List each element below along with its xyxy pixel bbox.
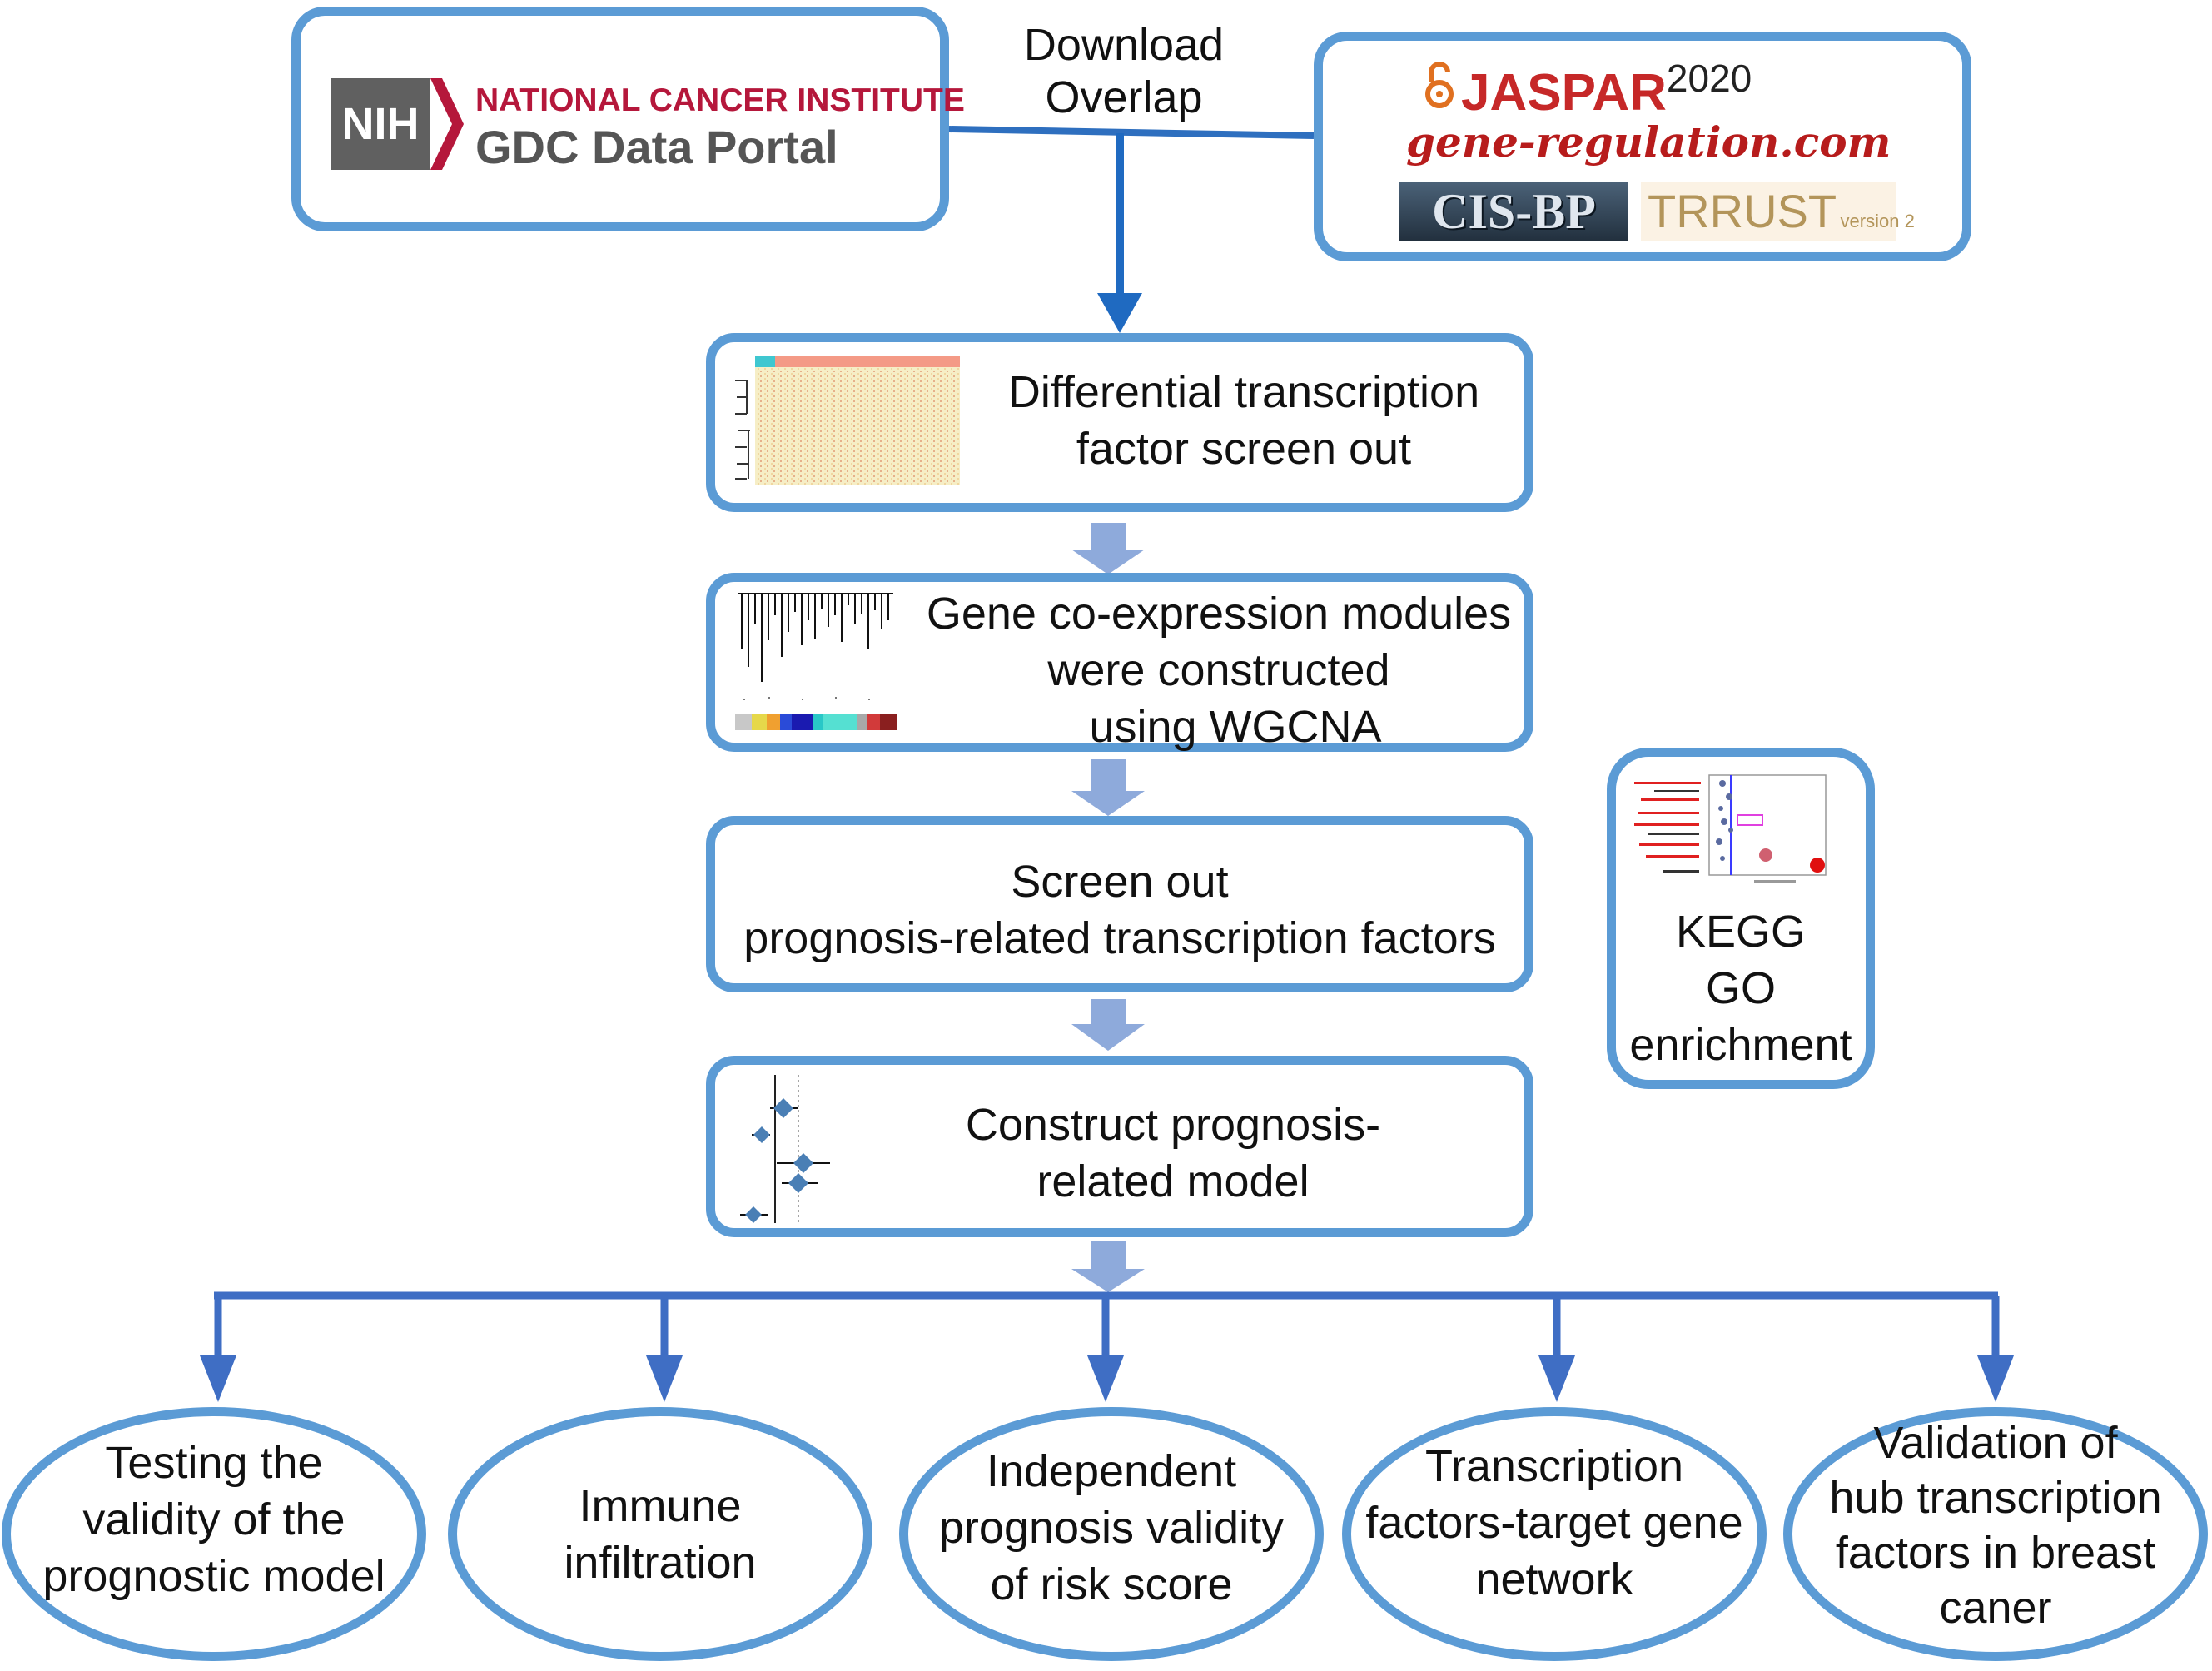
enrichment-bubble-thumbnail [1634, 774, 1827, 883]
step-arrow-4 [1071, 1241, 1145, 1292]
enrichment-line-2: GO [1705, 963, 1776, 1013]
model-line-2: related model [1036, 1156, 1310, 1206]
outcome-2-line-1: Immune [579, 1481, 742, 1531]
outcome-2-line-2: infiltration [564, 1538, 757, 1588]
trrust-version: version 2 [1840, 211, 1915, 231]
nih-chevron-icon [430, 78, 464, 170]
dendrogram-thumbnail [735, 593, 897, 730]
outcome-1-line-3: prognostic model [42, 1551, 385, 1601]
outcome-4-line-2: factors-target gene [1365, 1498, 1743, 1548]
differential-line-1: Differential transcription [1007, 367, 1480, 417]
outcome-immune-infiltration: Immune infiltration [448, 1407, 872, 1661]
gdc-portal-title: GDC Data Portal [475, 121, 838, 173]
jaspar-year: 2020 [1666, 57, 1752, 100]
outcome-arrow-shafts [214, 1296, 2000, 1359]
differential-line-2: factor screen out [1076, 424, 1412, 474]
cisbp-logo: CIS-BP [1399, 182, 1628, 241]
outcome-independent-prognosis: Independent prognosis validity of risk s… [899, 1407, 1324, 1661]
nci-title: NATIONAL CANCER INSTITUTE [475, 82, 965, 118]
open-access-lock-icon [1425, 62, 1454, 108]
trrust-name: TRRUST [1648, 185, 1837, 237]
download-arrow-head [1097, 293, 1142, 333]
outcome-5-line-3: factors in breast [1835, 1528, 2156, 1578]
outcome-3-line-3: of risk score [990, 1559, 1233, 1609]
outcome-3-line-1: Independent [986, 1446, 1237, 1496]
tf-database-box: JASPAR2020 gene-regulation.com CIS-BP TR… [1314, 32, 1971, 261]
enrichment-line-3: enrichment [1629, 1020, 1852, 1070]
outcome-model-validity: Testing the validity of the prognostic m… [2, 1407, 426, 1661]
step-arrows [1071, 523, 1145, 1292]
outcome-5-line-1: Validation of [1873, 1418, 2118, 1468]
outcome-arrow-heads [200, 1355, 2014, 1402]
wgcna-box: Gene co-expression modules were construc… [706, 573, 1533, 752]
step-arrow-3 [1071, 999, 1145, 1051]
enrichment-line-1: KEGG [1675, 907, 1807, 957]
wgcna-line-2: were constructed [1047, 645, 1390, 695]
prognosis-model-box: Construct prognosis- related model [706, 1056, 1533, 1237]
outcome-5-line-2: hub transcription [1829, 1473, 2162, 1523]
outcome-1-line-2: validity of the [82, 1494, 345, 1544]
gene-regulation-logo: gene-regulation.com [1406, 117, 1891, 167]
enrichment-box: KEGG GO enrichment [1607, 748, 1875, 1089]
wgcna-line-1: Gene co-expression modules [926, 589, 1512, 639]
heatmap-thumbnail [735, 356, 960, 485]
screen-line-2: prognosis-related transcription factors [743, 913, 1496, 963]
step-arrow-2 [1071, 759, 1145, 816]
model-line-1: Construct prognosis- [965, 1100, 1381, 1150]
outcome-4-line-3: network [1475, 1554, 1633, 1604]
outcome-1-line-1: Testing the [105, 1438, 323, 1488]
wgcna-line-3: using WGCNA [1089, 702, 1382, 752]
download-label-line-2: Overlap [1045, 72, 1203, 122]
screen-prognosis-box: Screen out prognosis-related transcripti… [706, 816, 1533, 992]
jaspar-name: JASPAR [1461, 64, 1667, 122]
trrust-logo: TRRUST version 2 [1641, 182, 1915, 241]
gdc-source-box: NIH NATIONAL CANCER INSTITUTE GDC Data P… [291, 7, 965, 231]
differential-tf-box: Differential transcription factor screen… [706, 333, 1533, 512]
forest-plot-thumbnail [740, 1075, 830, 1223]
outcome-5-line-4: caner [1939, 1583, 2052, 1633]
outcome-4-line-1: Transcription [1424, 1441, 1684, 1491]
screen-line-1: Screen out [1011, 857, 1229, 907]
nih-logo-badge: NIH [331, 78, 430, 170]
download-label-line-1: Download [1023, 20, 1225, 70]
overlap-line [948, 126, 1315, 139]
outcome-tf-target-network: Transcription factors-target gene networ… [1342, 1407, 1767, 1661]
nih-logo-text: NIH [341, 99, 420, 149]
outcome-hub-tf-validation: Validation of hub transcription factors … [1783, 1407, 2208, 1661]
outcome-3-line-2: prognosis validity [938, 1503, 1285, 1553]
jaspar-logo: JASPAR2020 [1461, 56, 1752, 122]
step-arrow-1 [1071, 523, 1145, 574]
